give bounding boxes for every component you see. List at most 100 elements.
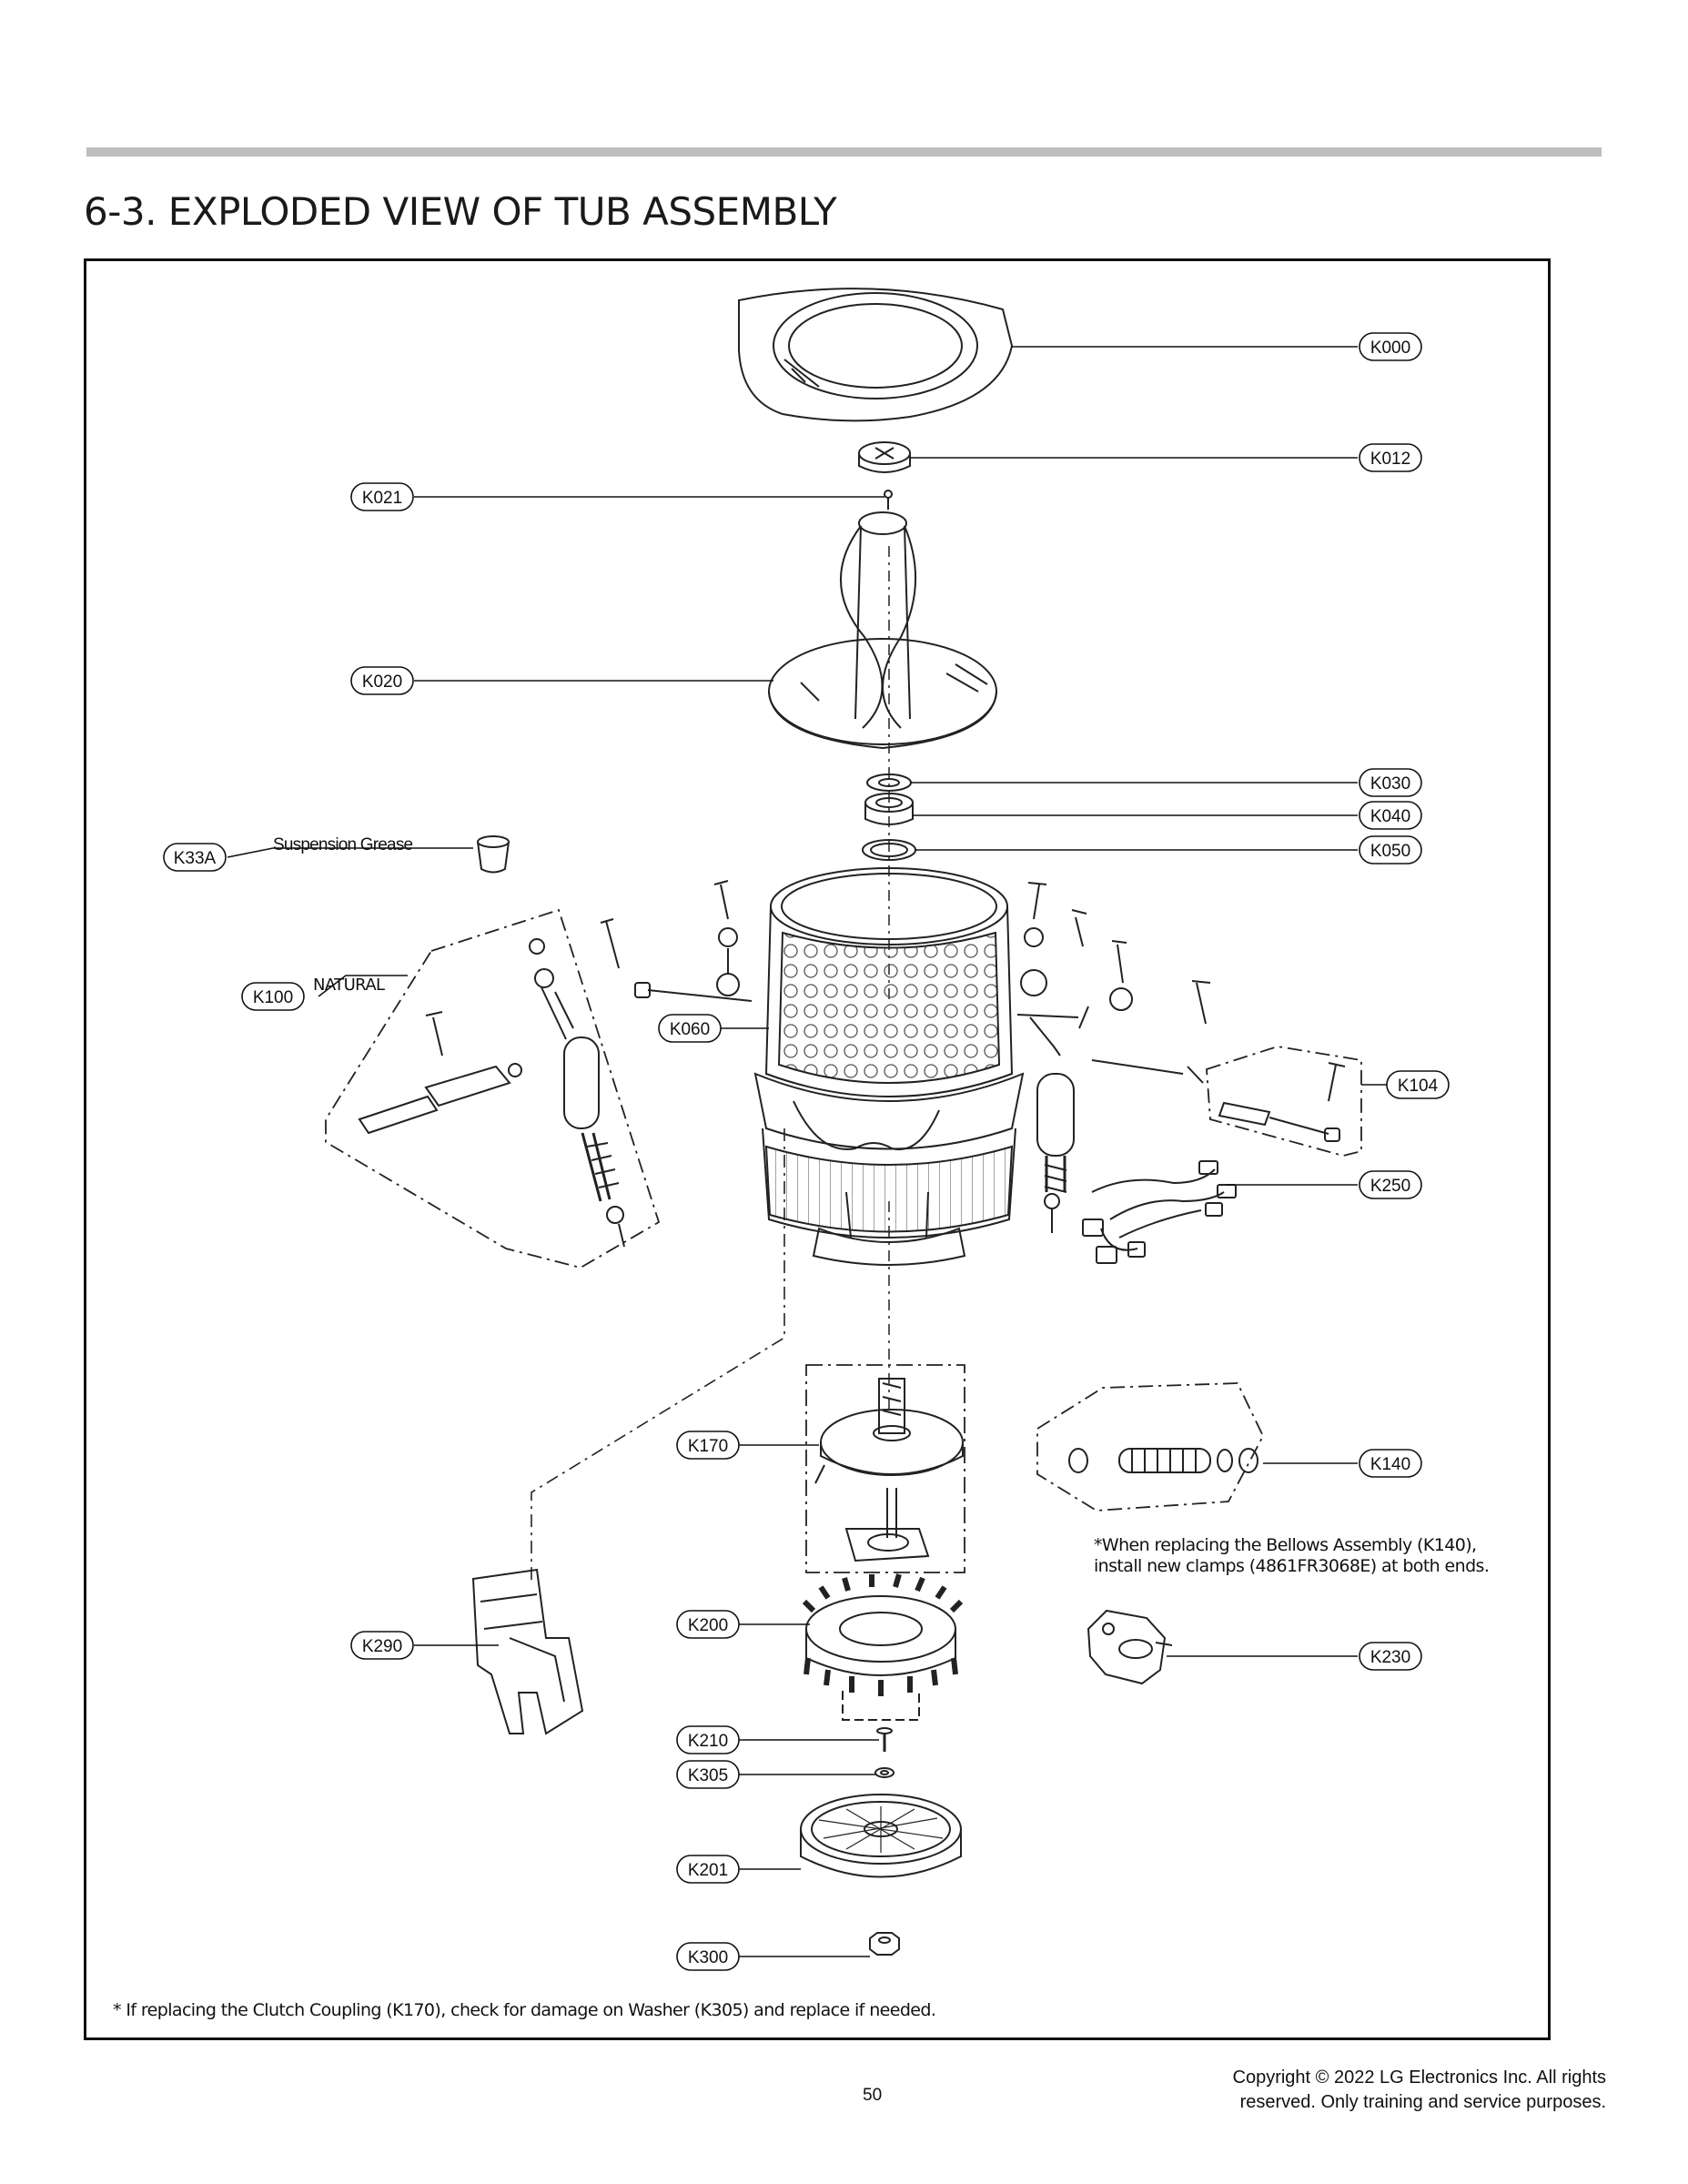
callout-bubble: [1386, 1070, 1450, 1099]
bellows-note-line2: install new clamps (4861FR3068E) at both…: [1094, 1556, 1490, 1576]
callout-bubble: [1359, 332, 1422, 361]
callout-bubble: [676, 1855, 740, 1884]
wire-harness-part: [1082, 1160, 1237, 1264]
callout-bubble: [350, 482, 414, 511]
callout-k040: K040: [1359, 801, 1422, 830]
right-suspension-parts: [1016, 882, 1211, 1233]
callout-label: K140: [1370, 1455, 1410, 1474]
callout-bubble: [1359, 1449, 1422, 1478]
callout-label: K290: [362, 1637, 402, 1656]
bellows-note-line1: *When replacing the Bellows Assembly (K1…: [1094, 1535, 1477, 1555]
callout-label: K305: [688, 1766, 728, 1785]
pulsator-part: [768, 511, 997, 750]
callout-bubble: [1359, 768, 1422, 797]
callout-label: K060: [670, 1020, 710, 1039]
callout-label: K104: [1398, 1077, 1439, 1096]
callout-label: K020: [362, 672, 402, 692]
footnote: * If replacing the Clutch Coupling (K170…: [113, 2000, 936, 2020]
leader-k33a: [227, 847, 473, 858]
callout-label: K170: [688, 1437, 728, 1456]
callout-k33a: K33A: [163, 843, 227, 872]
left-damper-part: [358, 938, 625, 1248]
callout-k300: K300: [676, 1942, 740, 1971]
bolt-part: [876, 1727, 893, 1752]
suspension-grease-label: Suspension Grease: [273, 835, 413, 854]
copyright-line-1: Copyright © 2022 LG Electronics Inc. All…: [1232, 2068, 1606, 2088]
callout-label: K021: [362, 489, 402, 508]
natural-label: NATURAL: [313, 976, 385, 995]
leader-k290: [531, 1128, 785, 1583]
callout-k050: K050: [1359, 835, 1422, 864]
tub-basket-part: [753, 867, 1025, 1266]
screw-part: [884, 490, 893, 510]
callout-bubble: [241, 982, 305, 1011]
callout-k170: K170: [676, 1431, 740, 1460]
callout-k290: K290: [350, 1631, 414, 1660]
header-rule: [86, 147, 1602, 157]
callout-k000: K000: [1359, 332, 1422, 361]
copyright-line-2: reserved. Only training and service purp…: [1239, 2092, 1606, 2112]
leader-k100: [318, 975, 408, 997]
callout-bubble: [676, 1725, 740, 1754]
callout-bubble: [676, 1431, 740, 1460]
callout-bubble: [350, 666, 414, 695]
callout-bubble: [1359, 443, 1422, 472]
rotor-part: [800, 1794, 962, 1878]
tub-cover-part: [738, 288, 1014, 422]
callout-bubble: [676, 1760, 740, 1789]
callout-bubble: [1359, 801, 1422, 830]
clutch-part: [814, 1378, 964, 1562]
callout-k021: K021: [350, 482, 414, 511]
callout-label: K300: [688, 1948, 728, 1967]
page-number: 50: [863, 2086, 883, 2105]
callout-k030: K030: [1359, 768, 1422, 797]
callout-k104: K104: [1386, 1070, 1450, 1099]
callout-k200: K200: [676, 1610, 740, 1639]
clutch-group-outline: [805, 1364, 965, 1573]
callout-bubble: [1359, 835, 1422, 864]
callout-bubble: [676, 1610, 740, 1639]
callout-k060: K060: [658, 1014, 722, 1043]
callout-label: K230: [1370, 1648, 1410, 1667]
callout-k210: K210: [676, 1725, 740, 1754]
callout-bubble: [163, 843, 227, 872]
rod-group-outline: [1206, 1046, 1362, 1157]
callout-label: K201: [688, 1861, 728, 1880]
callout-label: K030: [1370, 774, 1410, 794]
drain-motor-part: [1087, 1609, 1173, 1685]
damper-group-outline: [325, 908, 661, 1269]
callout-label: K040: [1370, 807, 1410, 826]
callout-label: K000: [1370, 339, 1410, 358]
callout-k012: K012: [1359, 443, 1422, 472]
callout-label: K100: [253, 988, 293, 1007]
callout-bubble: [1359, 1170, 1422, 1199]
diagram-frame: [84, 258, 1551, 2040]
callout-label: K200: [688, 1616, 728, 1635]
bracket-part: [471, 1568, 584, 1735]
callout-bubble: [658, 1014, 722, 1043]
callout-k305: K305: [676, 1760, 740, 1789]
page-title: 6-3. EXPLODED VIEW OF TUB ASSEMBLY: [84, 189, 837, 234]
callout-k230: K230: [1359, 1642, 1422, 1671]
callout-k250: K250: [1359, 1170, 1422, 1199]
nut-part: [869, 1932, 900, 1956]
callout-k201: K201: [676, 1855, 740, 1884]
callout-bubble: [350, 1631, 414, 1660]
bellows-group-outline: [1036, 1382, 1265, 1512]
washer-k305-part: [874, 1767, 895, 1778]
callout-bubble: [676, 1942, 740, 1971]
stator-part: [802, 1573, 964, 1721]
callout-label: K050: [1370, 842, 1410, 861]
callout-label: K012: [1370, 450, 1410, 469]
grease-container: [477, 835, 510, 874]
callout-label: K33A: [174, 849, 217, 868]
cap-part: [858, 441, 911, 473]
callout-k020: K020: [350, 666, 414, 695]
callout-k140: K140: [1359, 1449, 1422, 1478]
callout-label: K210: [688, 1732, 728, 1751]
bellows-part: [1068, 1448, 1258, 1473]
callout-k100: K100: [241, 982, 305, 1011]
callout-bubble: [1359, 1642, 1422, 1671]
copyright: Copyright © 2022 LG Electronics Inc. All…: [1233, 2066, 1606, 2115]
callout-label: K250: [1370, 1177, 1410, 1196]
